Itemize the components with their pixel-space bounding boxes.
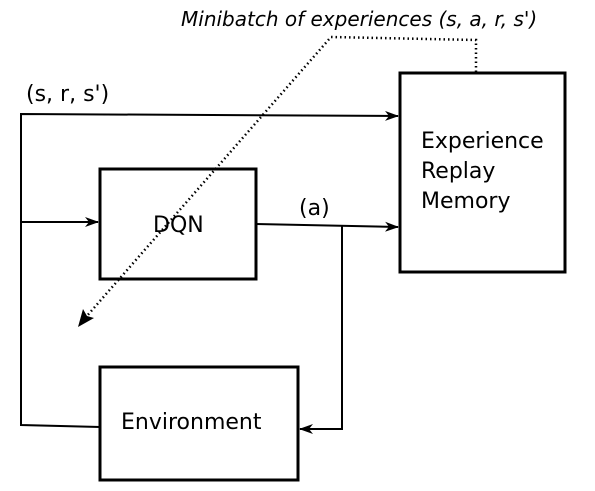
dqn-node: DQN: [98, 167, 258, 281]
replay-memory-box: [398, 71, 567, 274]
replay-memory-node: Experience Replay Memory: [398, 71, 567, 274]
dqn-box: [98, 167, 258, 281]
minibatch-sample-path: [85, 35, 478, 318]
environment-box: [98, 365, 300, 482]
environment-node: Environment: [98, 365, 300, 482]
replay-memory-label-line-2: Replay: [421, 159, 495, 184]
action-label: (a): [299, 196, 330, 221]
transition-label: (s, r, s'): [26, 82, 109, 107]
environment-label: Environment: [121, 410, 262, 435]
replay-memory-label-line-1: Experience: [421, 129, 544, 154]
action-arrow: [255, 221, 399, 232]
replay-memory-label-line-3: Memory: [421, 189, 510, 214]
transition-arrow: [20, 110, 399, 428]
action-to-environment-arrow: [299, 225, 343, 434]
minibatch-caption: Minibatch of experiences (s, a, r, s'): [181, 7, 537, 31]
minibatch-sample-arrowhead: [78, 309, 94, 327]
dqn-label: DQN: [153, 213, 204, 238]
